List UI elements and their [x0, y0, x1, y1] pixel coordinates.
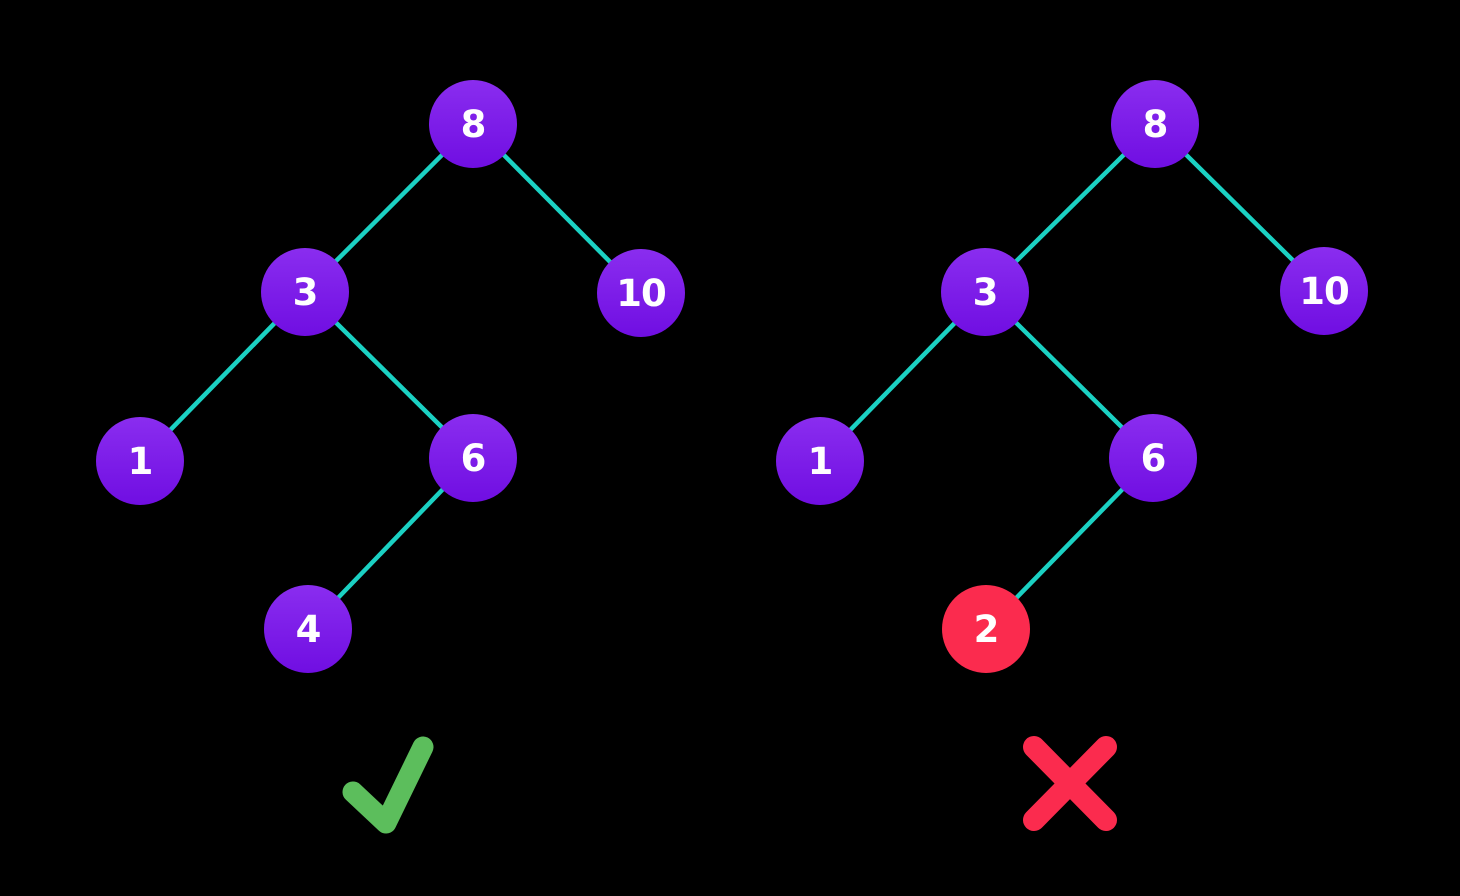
tree-edge-valid-bst-6-4	[306, 456, 475, 631]
tree-edge-valid-bst-3-6	[303, 290, 475, 460]
tree-edge-invalid-bst-6-2	[984, 456, 1155, 631]
tree-edge-invalid-bst-3-6	[983, 290, 1155, 460]
tree-edge-valid-bst-8-10	[471, 122, 643, 295]
check-icon	[342, 736, 434, 834]
tree-edge-invalid-bst-8-10	[1153, 122, 1326, 293]
tree-edge-valid-bst-3-1	[138, 290, 307, 463]
tree-edge-valid-bst-8-3	[303, 122, 475, 294]
tree-edge-invalid-bst-8-3	[983, 122, 1157, 294]
cross-icon	[1023, 736, 1117, 831]
tree-edge-invalid-bst-3-1	[818, 290, 987, 463]
